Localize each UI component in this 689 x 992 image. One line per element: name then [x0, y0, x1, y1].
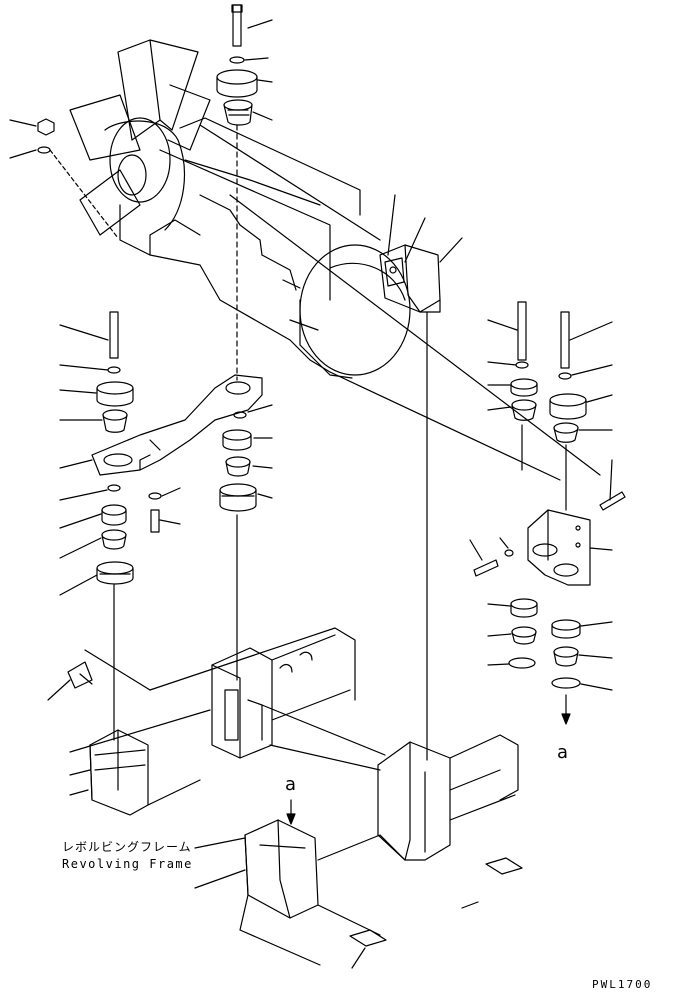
drawing-code: PWL1700	[592, 978, 653, 991]
bracket-bolt	[148, 487, 181, 533]
mount-stack-left	[59, 311, 134, 741]
fan-nut-washer	[9, 118, 119, 239]
reference-letter-mount: a	[557, 742, 569, 763]
reference-letter-frame: a	[285, 774, 297, 795]
cooling-fan	[69, 39, 211, 236]
engine-assembly	[69, 39, 601, 481]
frame-label-en: Revolving Frame	[62, 857, 193, 871]
mount-stack-top-center	[216, 4, 273, 381]
front-mount-bracket	[91, 374, 263, 476]
frame-label-jp: レボルビングフレーム	[62, 840, 192, 854]
mount-stack-right-lower	[487, 598, 613, 725]
mount-stack-center	[219, 404, 273, 681]
mount-stack-right-upper	[487, 301, 613, 511]
right-side-bracket	[469, 459, 626, 586]
revolving-frame	[47, 311, 523, 969]
